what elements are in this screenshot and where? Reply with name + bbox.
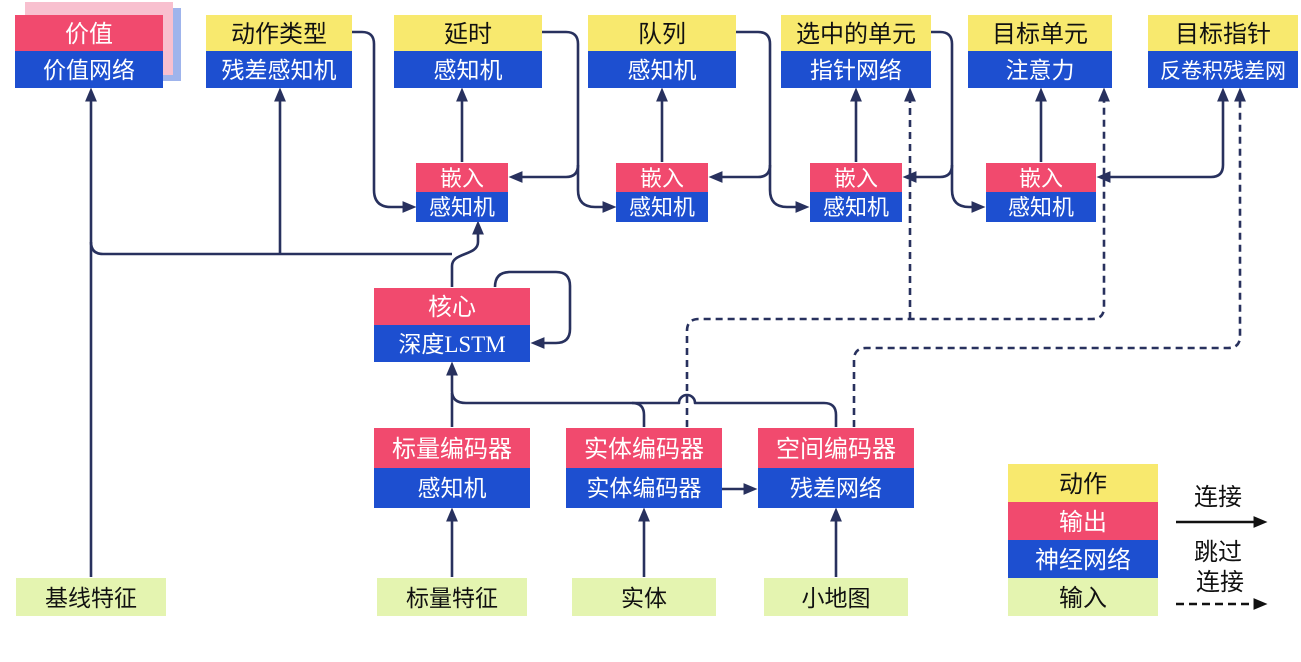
node-embed1: 嵌入 感知机 [416,163,508,222]
spatial-encoder-subtitle: 残差网络 [790,476,882,501]
conn-core-recurrent-loop [493,270,572,349]
core-title: 核心 [428,294,476,321]
target-unit-subtitle: 注意力 [1006,58,1075,83]
entities-label: 实体 [621,586,667,611]
conn-delay-branch-to-embed1 [508,164,580,183]
conn-selected-branch-to-embed3 [902,164,954,183]
legend-output-swatch [1008,502,1158,540]
node-entities: 实体 [572,578,716,616]
target-point-title: 目标指针 [1175,21,1271,48]
legend-dashed-arrow-label-1: 跳过 [1194,539,1242,566]
embed3-subtitle: 感知机 [823,195,889,220]
node-target-point: 目标指针 反卷积残差网 [1148,15,1298,88]
node-core: 核心 深度LSTM [374,288,530,362]
node-delay: 延时 感知机 [394,15,542,88]
skip-spatial-encoder-to-target-point [852,87,1246,427]
node-spatial-encoder: 空间编码器 残差网络 [758,428,914,508]
node-value: 价值 价值网络 [15,2,181,88]
target-point-subtitle: 反卷积残差网 [1160,59,1286,83]
node-entity-encoder: 实体编码器 实体编码器 [566,428,722,508]
spatial-encoder-title: 空间编码器 [776,436,896,463]
delay-subtitle: 感知机 [434,58,503,83]
action-type-title: 动作类型 [231,21,327,48]
conn-queued-to-embed3 [736,30,810,213]
legend-output-label: 输出 [1059,509,1107,536]
node-embed4: 嵌入 感知机 [986,163,1096,222]
embed2-subtitle: 感知机 [629,195,695,220]
scalar-encoder-subtitle: 感知机 [418,476,487,501]
conn-delay-to-embed2 [542,30,617,213]
embed1-subtitle: 感知机 [429,195,495,220]
legend-action-swatch [1008,464,1158,502]
node-embed3: 嵌入 感知机 [810,163,902,222]
entity-encoder-title: 实体编码器 [584,436,704,463]
legend-input-swatch [1008,578,1158,616]
baseline-features-label: 基线特征 [45,586,137,611]
selected-units-title: 选中的单元 [796,21,916,48]
entity-encoder-subtitle: 实体编码器 [587,476,702,501]
minimap-label: 小地图 [802,586,871,611]
node-baseline-features: 基线特征 [16,578,166,616]
target-unit-title: 目标单元 [992,21,1088,48]
node-embed2: 嵌入 感知机 [616,163,708,222]
scalar-features-label: 标量特征 [406,586,498,611]
embed4-subtitle: 感知机 [1008,195,1074,220]
conn-entity-encoder-riser [631,401,646,427]
conn-queued-branch-to-embed2 [708,164,772,183]
conn-embed4-target-point [1096,87,1229,183]
node-queued: 队列 感知机 [588,15,736,88]
delay-title: 延时 [444,21,492,48]
scalar-encoder-title: 标量编码器 [392,436,512,463]
selected-units-subtitle: 指针网络 [810,58,902,83]
node-scalar-encoder: 标量编码器 感知机 [374,428,530,508]
embed1-title: 嵌入 [440,166,484,191]
conn-core-output-to-embed1 [450,220,484,287]
skip-entity-encoder-to-selected-and-target-unit [685,87,1110,427]
value-subtitle: 价值网络 [43,58,135,83]
node-scalar-features: 标量特征 [377,578,527,616]
node-target-unit: 目标单元 注意力 [968,15,1112,88]
queued-subtitle: 感知机 [628,58,697,83]
legend: 动作 输出 神经网络 输入 连接 跳过 连接 [1008,464,1268,616]
legend-dashed-arrow-label-2: 连接 [1196,569,1244,596]
node-selected-units: 选中的单元 指针网络 [781,15,931,88]
embed2-title: 嵌入 [640,166,684,191]
node-minimap: 小地图 [764,578,908,616]
legend-network-swatch [1008,540,1158,578]
action-type-subtitle: 残差感知机 [222,58,337,83]
queued-title: 队列 [638,21,686,48]
legend-input-label: 输入 [1059,585,1107,612]
legend-network-label: 神经网络 [1035,547,1131,574]
conn-encoders-to-core [446,361,838,427]
value-title: 价值 [65,21,113,48]
conn-selected-units-to-embed4 [931,30,986,213]
conn-action-type-to-embed1 [352,30,417,213]
legend-action-label: 动作 [1059,471,1107,498]
core-subtitle: 深度LSTM [398,332,505,357]
legend-solid-arrow-label: 连接 [1194,484,1242,511]
node-action-type: 动作类型 残差感知机 [206,15,352,88]
embed3-title: 嵌入 [834,166,878,191]
conn-core-output-left [89,241,452,256]
embed4-title: 嵌入 [1019,166,1063,191]
